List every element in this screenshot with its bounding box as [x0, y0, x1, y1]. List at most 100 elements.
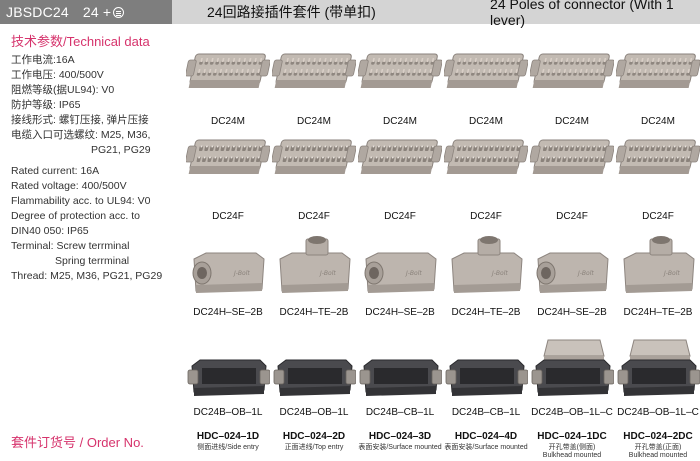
order-item: HDC–024–2DC 开孔带盖(正面)Bulkhead mounted	[613, 431, 700, 460]
order-description-en: Bulkhead mounted	[628, 452, 688, 459]
spec-line: Degree of protection acc. to	[11, 210, 140, 222]
hood-product-image: J-Bolt	[356, 235, 444, 306]
base-product-image	[270, 336, 358, 405]
female-product-label: DC24F	[642, 211, 674, 222]
order-code: HDC–024–1D	[196, 431, 260, 442]
spec-line: PG21, PG29	[91, 144, 151, 156]
order-description: 正面进线/Top entry	[284, 444, 344, 451]
base-product-label: DC24B–CB–1L	[365, 407, 435, 418]
order-description: 侧面进线/Side entry	[197, 444, 259, 451]
male-product-label: DC24M	[555, 116, 589, 127]
order-code: HDC–024–1DC	[537, 431, 607, 442]
male-product-image	[270, 44, 358, 101]
order-description: 表面安装/Surface mounted	[358, 444, 442, 451]
header-bar: JBSDC24 24 + 24回路接插件套件 (带单扣) 24 Poles of…	[0, 0, 700, 28]
male-product-label: DC24M	[469, 116, 503, 127]
female-product-label: DC24F	[298, 211, 330, 222]
base-product-label: DC24B–CB–1L	[451, 407, 521, 418]
base-product-image	[614, 336, 700, 405]
svg-text:J-Bolt: J-Bolt	[405, 270, 422, 277]
spec-line: Terminal: Screw terrminal	[11, 240, 130, 252]
order-title: 套件订货号 / Order No.	[11, 435, 144, 450]
hood-product-label: DC24H–TE–2B	[279, 307, 349, 318]
pole-count: 24 +	[82, 4, 112, 20]
hood-product-label: DC24H–SE–2B	[193, 307, 263, 318]
male-product-image	[184, 44, 272, 101]
spec-line: Flammability acc. to UL94: V0	[11, 195, 151, 207]
base-product-label: DC24B–OB–1L	[193, 407, 263, 418]
base-product-image	[184, 336, 272, 405]
male-product-image	[614, 44, 700, 101]
hood-product-label: DC24H–SE–2B	[537, 307, 607, 318]
hood-product-image: J-Bolt	[270, 235, 358, 306]
order-description: 表面安装/Surface mounted	[444, 444, 528, 451]
male-product-label: DC24M	[383, 116, 417, 127]
base-product-label: DC24B–OB–1L	[279, 407, 349, 418]
base-product-image	[442, 336, 530, 405]
spec-line: DIN40 050: IP65	[11, 225, 89, 237]
spec-line: Rated current: 16A	[11, 165, 100, 177]
hood-product-image: J-Bolt	[184, 235, 272, 306]
hood-product-label: DC24H–TE–2B	[623, 307, 693, 318]
spec-line: 电缆入口可选螺纹: M25, M36,	[11, 129, 151, 141]
order-code: HDC–024–2DC	[623, 431, 693, 442]
order-item: HDC–024–1DC 开孔带盖(侧面)Bulkhead mounted	[527, 431, 617, 460]
female-product-label: DC24F	[384, 211, 416, 222]
spec-line: 防护等级: IP65	[11, 99, 81, 111]
base-product-image	[356, 336, 444, 405]
female-product-image	[528, 130, 616, 187]
svg-text:J-Bolt: J-Bolt	[233, 270, 250, 277]
female-product-image	[356, 130, 444, 187]
spec-line: 接线形式: 螺钉压接, 弹片压接	[11, 114, 149, 126]
female-product-image	[442, 130, 530, 187]
order-code: HDC–024–4D	[454, 431, 518, 442]
base-product-label: DC24B–OB–1L–C	[617, 407, 699, 418]
model-code: JBSDC24	[6, 4, 69, 20]
base-product-label: DC24B–OB–1L–C	[531, 407, 613, 418]
male-product-image	[356, 44, 444, 101]
female-product-image	[184, 130, 272, 187]
hood-product-image: J-Bolt	[614, 235, 700, 306]
technical-data-title: 技术参数/Technical data	[11, 34, 150, 49]
female-product-image	[614, 130, 700, 187]
hood-product-label: DC24H–TE–2B	[451, 307, 521, 318]
order-code: HDC–024–2D	[282, 431, 346, 442]
header-model-block: JBSDC24 24 +	[0, 0, 172, 24]
male-product-image	[442, 44, 530, 101]
spec-line: 工作电流:16A	[11, 54, 75, 66]
male-product-label: DC24M	[297, 116, 331, 127]
hood-product-label: DC24H–SE–2B	[365, 307, 435, 318]
order-item: HDC–024–1D 侧面进线/Side entry	[183, 431, 273, 452]
hood-product-image: J-Bolt	[442, 235, 530, 306]
order-item: HDC–024–3D 表面安装/Surface mounted	[355, 431, 445, 452]
male-product-label: DC24M	[211, 116, 245, 127]
spec-line: 工作电压: 400/500V	[11, 69, 104, 81]
svg-text:J-Bolt: J-Bolt	[319, 270, 336, 277]
female-product-label: DC24F	[470, 211, 502, 222]
header-title-block: 24回路接插件套件 (带单扣) 24 Poles of connector (W…	[172, 0, 700, 28]
spec-line: 阻燃等级(据UL94): V0	[11, 84, 115, 96]
svg-text:J-Bolt: J-Bolt	[663, 270, 680, 277]
technical-data-panel: 技术参数/Technical data 工作电流:16A 工作电压: 400/5…	[11, 34, 173, 284]
order-description: 开孔带盖(正面)	[634, 444, 682, 451]
svg-text:J-Bolt: J-Bolt	[491, 270, 508, 277]
hood-product-image: J-Bolt	[528, 235, 616, 306]
spec-line: Spring terrminal	[55, 255, 130, 267]
spec-line: Rated voltage: 400/500V	[11, 180, 127, 192]
spec-line: Thread: M25, M36, PG21, PG29	[11, 270, 163, 282]
order-code: HDC–024–3D	[368, 431, 432, 442]
title-chinese: 24回路接插件套件 (带单扣)	[207, 4, 376, 20]
earth-ground-icon	[113, 6, 125, 18]
female-product-label: DC24F	[212, 211, 244, 222]
order-item: HDC–024–2D 正面进线/Top entry	[269, 431, 359, 452]
male-product-label: DC24M	[641, 116, 675, 127]
female-product-image	[270, 130, 358, 187]
order-description: 开孔带盖(侧面)	[548, 444, 596, 451]
title-english: 24 Poles of connector (With 1 lever)	[490, 0, 674, 28]
order-item: HDC–024–4D 表面安装/Surface mounted	[441, 431, 531, 452]
base-product-image	[528, 336, 616, 405]
order-description-en: Bulkhead mounted	[542, 452, 602, 459]
svg-text:J-Bolt: J-Bolt	[577, 270, 594, 277]
female-product-label: DC24F	[556, 211, 588, 222]
male-product-image	[528, 44, 616, 101]
